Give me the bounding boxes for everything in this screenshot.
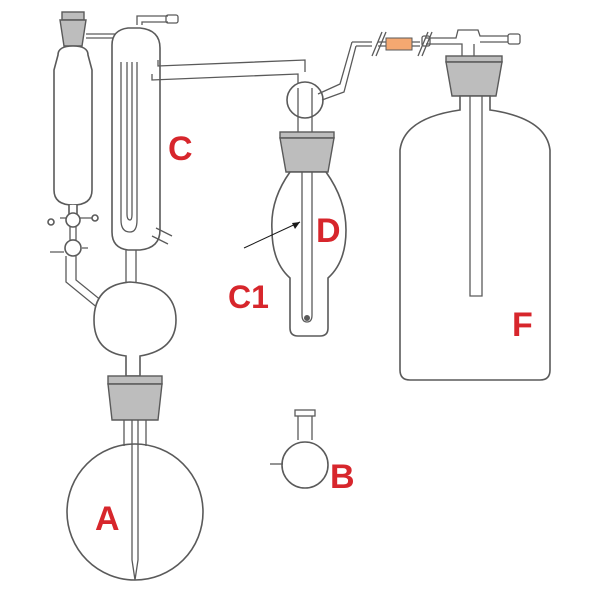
trap-d <box>243 41 372 337</box>
condenser-c <box>111 14 306 288</box>
label-f: F <box>512 306 533 344</box>
label-c: C <box>168 130 193 168</box>
dropping-funnel <box>47 11 130 330</box>
tube-connector <box>385 37 413 51</box>
label-b: B <box>330 458 355 496</box>
label-c1: C1 <box>228 279 269 315</box>
flask-a-assembly <box>66 281 204 581</box>
bottle-f <box>399 29 551 381</box>
label-d: D <box>316 212 341 250</box>
label-a: A <box>95 500 120 538</box>
small-flask-b <box>270 409 329 489</box>
